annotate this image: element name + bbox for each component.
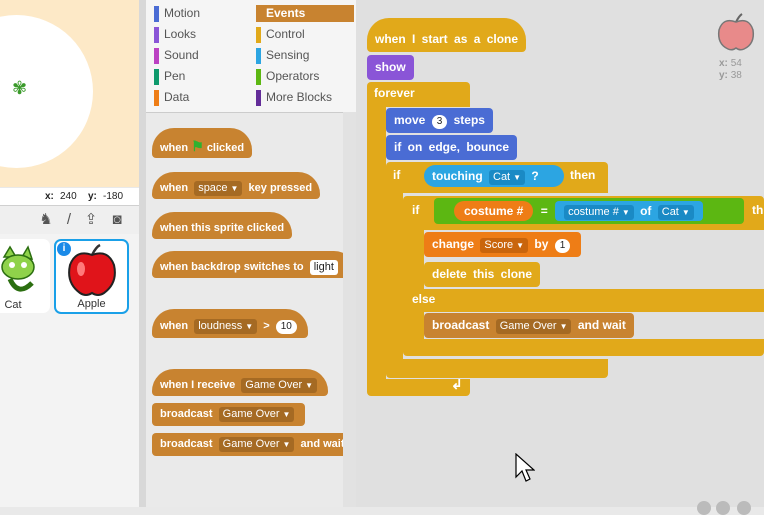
script-block-if-on-edge-bounce[interactable]: if on edge, bounce bbox=[386, 135, 518, 160]
palette-block-sprite-clicked[interactable]: when this sprite clicked bbox=[152, 212, 293, 239]
sprite-toolbar: ♞ / ⇪ ◙ bbox=[0, 206, 139, 234]
script-block-broadcast-wait[interactable]: broadcast Game Over▼ and wait bbox=[424, 313, 634, 338]
sprite-thumb-cat[interactable]: Cat bbox=[0, 239, 50, 313]
palette-block-broadcast-wait[interactable]: broadcast Game Over▼ and wait bbox=[152, 433, 353, 456]
if-then-label: th bbox=[752, 203, 764, 217]
current-sprite-apple-icon bbox=[717, 13, 755, 51]
receive-dropdown[interactable]: Game Over▼ bbox=[241, 378, 318, 393]
palette-block-key-pressed[interactable]: when space▼ key pressed bbox=[152, 172, 321, 199]
script-broadcast-dropdown[interactable]: Game Over▼ bbox=[495, 319, 572, 334]
of-sensing-reporter[interactable]: costume #▼ of Cat▼ bbox=[555, 201, 703, 221]
palette-block-broadcast[interactable]: broadcast Game Over▼ bbox=[152, 403, 306, 426]
loop-arrow-icon: ↲ bbox=[451, 376, 463, 392]
sprite-position-readout: x: 54 y: 38 bbox=[719, 58, 742, 81]
camera-icon[interactable]: ◙ bbox=[112, 211, 122, 228]
upload-icon[interactable]: ⇪ bbox=[84, 211, 98, 228]
move-steps-input[interactable]: 3 bbox=[431, 115, 448, 129]
mouse-cursor-icon bbox=[515, 453, 535, 482]
key-dropdown[interactable]: space▼ bbox=[194, 181, 243, 196]
category-operators[interactable]: Operators bbox=[256, 68, 319, 85]
category-events[interactable]: Events bbox=[256, 5, 354, 22]
touching-sensing-reporter[interactable]: touching Cat▼ ? bbox=[424, 165, 564, 187]
category-sensing[interactable]: Sensing bbox=[256, 47, 309, 64]
score-variable-dropdown[interactable]: Score▼ bbox=[480, 238, 529, 253]
broadcast-wait-dropdown[interactable]: Game Over▼ bbox=[218, 437, 295, 452]
palette-block-loudness[interactable]: when loudness▼ > 10 bbox=[152, 309, 308, 338]
palette-block-backdrop-switches[interactable]: when backdrop switches to light bbox=[152, 251, 356, 278]
category-motion[interactable]: Motion bbox=[154, 5, 200, 22]
pane-divider bbox=[139, 0, 146, 507]
category-looks[interactable]: Looks bbox=[154, 26, 196, 43]
broadcast-dropdown[interactable]: Game Over▼ bbox=[218, 407, 295, 422]
if-touching-then-label: then bbox=[570, 168, 596, 182]
palette-block-flag-clicked[interactable]: when ⚑ clicked bbox=[152, 128, 253, 158]
script-hat-start-as-clone[interactable]: when I start as a clone bbox=[367, 18, 527, 52]
stage[interactable]: ✾ bbox=[0, 0, 139, 187]
green-flag-icon: ⚑ bbox=[191, 138, 204, 154]
equals-operator[interactable]: costume # = costume #▼ of Cat▼ bbox=[434, 198, 744, 224]
sensor-dropdown[interactable]: loudness▼ bbox=[194, 319, 258, 334]
sprite-library-icon[interactable]: ♞ bbox=[39, 211, 53, 228]
category-pen[interactable]: Pen bbox=[154, 68, 185, 85]
script-block-move[interactable]: move 3 steps bbox=[386, 108, 493, 133]
category-menu: Motion Looks Sound Pen Data Events Contr… bbox=[146, 0, 356, 113]
property-dropdown[interactable]: costume #▼ bbox=[564, 205, 634, 220]
object-dropdown[interactable]: Cat▼ bbox=[657, 205, 694, 220]
sprite-name-cat: Cat bbox=[4, 299, 22, 311]
backdrop-dropdown[interactable]: light bbox=[309, 260, 338, 275]
touching-target-dropdown[interactable]: Cat▼ bbox=[489, 170, 526, 185]
category-sound[interactable]: Sound bbox=[154, 47, 199, 64]
stage-coordinates: x: 240 y: -180 bbox=[0, 188, 139, 206]
y-label: y: bbox=[88, 191, 97, 202]
sprite-thumb-apple[interactable]: i Apple bbox=[54, 239, 129, 314]
script-block-show[interactable]: show bbox=[367, 55, 414, 80]
zoom-reset-button[interactable] bbox=[716, 501, 730, 515]
script-block-delete-clone[interactable]: delete this clone bbox=[424, 262, 541, 287]
info-icon[interactable]: i bbox=[57, 242, 71, 256]
paint-brush-icon[interactable]: / bbox=[66, 211, 72, 228]
palette-block-receive[interactable]: when I receive Game Over▼ bbox=[152, 369, 329, 396]
palette-scrollbar[interactable] bbox=[343, 112, 356, 507]
loudness-value-input[interactable]: 10 bbox=[275, 320, 297, 334]
script-block-change-score[interactable]: change Score▼ by 1 bbox=[424, 232, 582, 257]
category-more-blocks[interactable]: More Blocks bbox=[256, 89, 332, 106]
y-value: -180 bbox=[103, 191, 124, 202]
cat-sprite-icon bbox=[1, 245, 35, 292]
x-label: x: bbox=[45, 191, 54, 202]
stage-cat-sprite-icon[interactable]: ✾ bbox=[12, 78, 28, 98]
sprites-list: Cat i Apple bbox=[0, 234, 139, 507]
zoom-out-button[interactable] bbox=[697, 501, 711, 515]
category-data[interactable]: Data bbox=[154, 89, 189, 106]
costume-number-reporter[interactable]: costume # bbox=[454, 201, 534, 221]
sprite-name-apple: Apple bbox=[77, 298, 106, 310]
apple-sprite-icon bbox=[68, 243, 116, 296]
category-control[interactable]: Control bbox=[256, 26, 305, 43]
x-value: 240 bbox=[60, 191, 77, 202]
change-by-input[interactable]: 1 bbox=[554, 239, 571, 253]
zoom-in-button[interactable] bbox=[737, 501, 751, 515]
